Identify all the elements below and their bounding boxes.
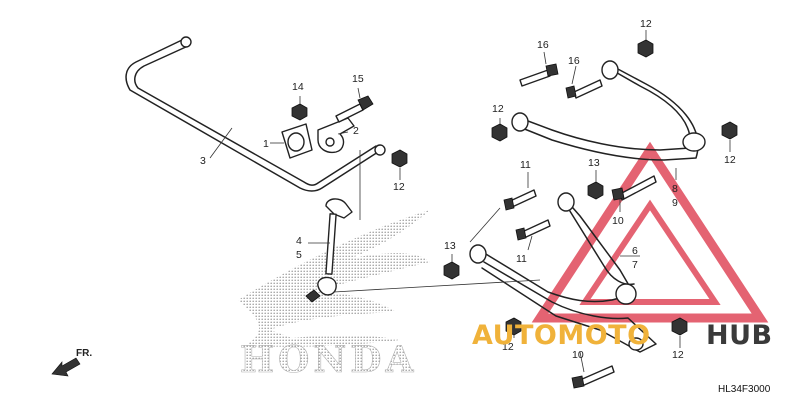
callout-5: 5 — [296, 249, 302, 261]
front-direction-arrow-icon: FR. — [51, 348, 92, 377]
stabilizer-bushing — [281, 123, 313, 159]
nut-12-lower-left — [505, 317, 522, 336]
watermark-text-secondary: HUB — [706, 320, 773, 351]
callout-2: 2 — [353, 125, 359, 137]
callout-12-upper-left: 12 — [492, 103, 504, 115]
callout-labels: 1 2 3 4 5 6 7 8 9 10 10 11 11 12 12 12 1… — [200, 18, 736, 361]
diagram-code: HL34F3000 — [718, 384, 771, 395]
callout-16-right: 16 — [568, 55, 580, 67]
nut-12-bar — [391, 149, 408, 168]
bolt-11-a — [503, 189, 537, 211]
callout-8: 8 — [672, 183, 678, 195]
nut-12-lower-right — [671, 317, 688, 336]
callout-11-upper: 11 — [520, 159, 531, 171]
nut-12-upper-top — [637, 39, 654, 58]
bolt-15 — [335, 95, 374, 123]
lower-arm — [469, 192, 657, 353]
callout-6: 6 — [632, 245, 638, 257]
callout-12-lower-left: 12 — [502, 341, 514, 353]
callout-10-lower: 10 — [572, 349, 584, 361]
front-direction-label: FR. — [76, 348, 92, 359]
callout-7: 7 — [632, 259, 638, 271]
upper-arm — [511, 60, 706, 161]
callout-3: 3 — [200, 155, 206, 167]
callout-9: 9 — [672, 197, 678, 209]
callout-14: 14 — [292, 81, 304, 93]
callout-15: 15 — [352, 73, 364, 85]
callout-12-upper-right: 12 — [724, 154, 736, 166]
watermark-text-primary: AUTOMOTO — [472, 320, 651, 351]
callout-1: 1 — [263, 138, 269, 150]
nut-13-b — [443, 261, 460, 280]
nut-12-upper-left — [491, 123, 508, 142]
stabilizer-link — [305, 198, 353, 303]
nut-13-a — [587, 181, 604, 200]
bolt-16-a — [519, 63, 559, 87]
callout-16-left: 16 — [537, 39, 549, 51]
honda-wing-logo: HONDA — [238, 210, 430, 381]
callout-13-upper: 13 — [588, 157, 600, 169]
bolt-16-b — [565, 79, 603, 99]
callout-13-lower: 13 — [444, 240, 456, 252]
callout-11-lower: 11 — [516, 253, 527, 265]
watermark-logo: AUTOMOTO HUB — [472, 320, 773, 351]
callout-10-upper: 10 — [612, 215, 624, 227]
callout-12-lower-right: 12 — [672, 349, 684, 361]
nut-12-upper-right — [721, 121, 738, 140]
callout-12-bar: 12 — [393, 181, 405, 193]
watermark-triangle-icon — [531, 141, 769, 323]
bolt-10-b — [571, 365, 615, 389]
bushing-holder — [317, 117, 355, 154]
bolt-11-b — [515, 219, 551, 241]
callout-12-upper-top: 12 — [640, 18, 652, 30]
callout-4: 4 — [296, 235, 302, 247]
bolt-10-a — [611, 175, 657, 201]
stabilizer-bar — [125, 36, 386, 192]
leader-lines — [209, 30, 731, 373]
nut-14 — [291, 103, 308, 121]
honda-wordmark: HONDA — [240, 339, 417, 381]
